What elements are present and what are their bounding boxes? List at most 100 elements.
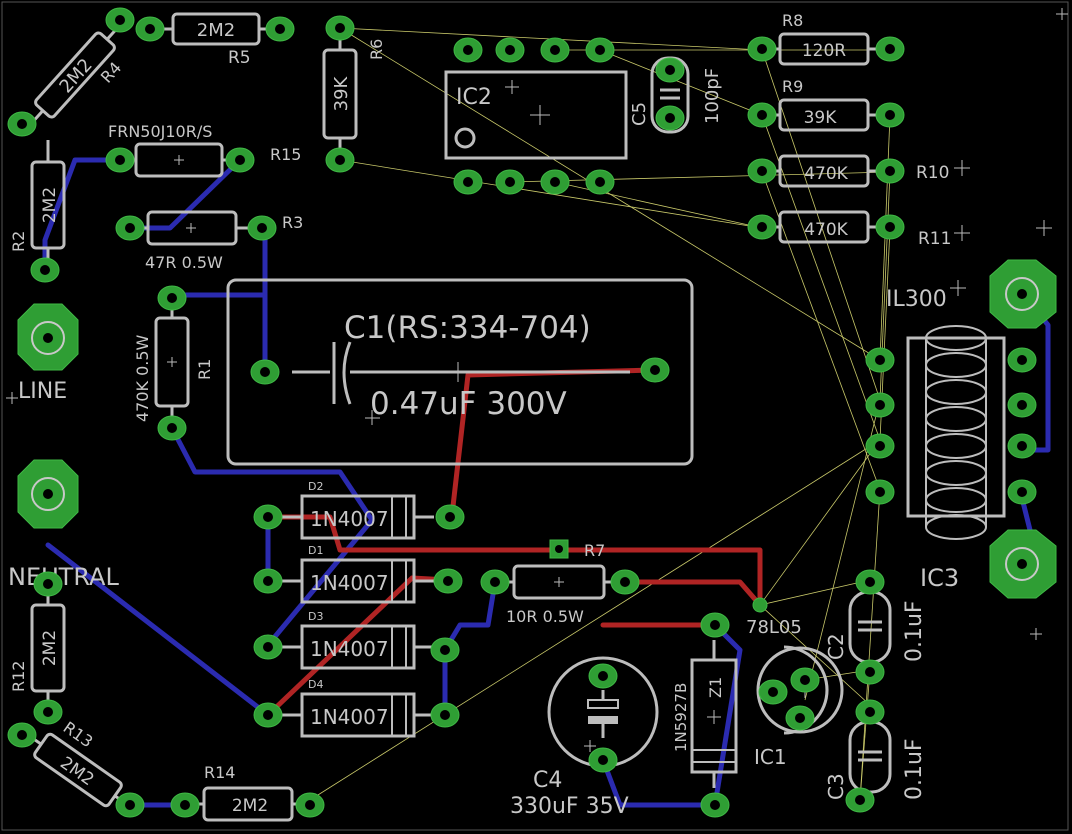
origin-markers bbox=[6, 8, 1068, 640]
r14-ref-label: R14 bbox=[204, 763, 235, 782]
pad-hole bbox=[620, 577, 630, 587]
pad-hole bbox=[885, 110, 895, 120]
resistor-r8: 120R R8 bbox=[762, 11, 890, 66]
resistor-r1: 470K 0.5W R1 bbox=[133, 300, 214, 425]
r9-value-label: 39K bbox=[804, 108, 838, 128]
pad-hole bbox=[875, 441, 885, 451]
r1-value-label: 470K 0.5W bbox=[133, 334, 152, 422]
pad-hole bbox=[43, 707, 53, 717]
resistor-r9: 39K R9 bbox=[762, 77, 890, 132]
d4-ref-label: D4 bbox=[308, 678, 323, 691]
r9-ref-label: R9 bbox=[782, 77, 803, 96]
diode-d1: D1 1N4007 bbox=[282, 544, 434, 604]
pad-hole bbox=[865, 707, 875, 717]
d3-ref-label: D3 bbox=[308, 610, 323, 623]
pad-hole bbox=[257, 223, 267, 233]
pad-hole bbox=[865, 577, 875, 587]
pad-hole bbox=[598, 755, 608, 765]
resistor-r14: 2M2 R14 bbox=[186, 763, 310, 822]
pad-hole bbox=[855, 795, 865, 805]
ic3-ref-label: IC3 bbox=[920, 564, 959, 592]
pad-hole bbox=[757, 166, 767, 176]
pad-hole bbox=[305, 800, 315, 810]
r6-value-label: 39K bbox=[331, 75, 352, 111]
pad-hole bbox=[180, 800, 190, 810]
pad-hole bbox=[885, 222, 895, 232]
r6-ref-label: R6 bbox=[367, 39, 386, 60]
ic1-ref-label: IC1 bbox=[754, 745, 787, 769]
pad-hole bbox=[1017, 441, 1027, 451]
pad-hole bbox=[40, 265, 50, 275]
c1-ref-label: C1(RS:334-704) bbox=[344, 310, 591, 346]
pad-hole bbox=[757, 110, 767, 120]
pad-hole bbox=[440, 710, 450, 720]
r10-ref-label: R10 bbox=[916, 163, 949, 183]
resistor-r6: 39K R6 bbox=[322, 32, 386, 156]
pad-hole bbox=[167, 293, 177, 303]
pad-hole bbox=[875, 400, 885, 410]
d3-value-label: 1N4007 bbox=[310, 637, 389, 661]
capacitor-c2: C2 0.1uF bbox=[824, 590, 927, 664]
r13-ref-label: R13 bbox=[60, 718, 97, 752]
pad-hole bbox=[665, 113, 675, 123]
pad-hole bbox=[865, 667, 875, 677]
pad-hole bbox=[595, 45, 605, 55]
c4-value-label: 330uF 35V bbox=[510, 794, 629, 819]
resistor-r15: FRN50J10R/S R15 bbox=[108, 122, 301, 178]
pad-hole bbox=[550, 177, 560, 187]
via bbox=[752, 597, 768, 613]
r7-ref-label: R7 bbox=[584, 541, 605, 560]
r10-value-label: 470K bbox=[804, 164, 848, 184]
d2-ref-label: D2 bbox=[308, 480, 323, 493]
pad-hole bbox=[335, 155, 345, 165]
resistor-r2: 2M2 R2 bbox=[9, 140, 66, 268]
pad-hole bbox=[768, 687, 778, 697]
r14-value-label: 2M2 bbox=[232, 796, 268, 816]
pad-hole bbox=[335, 23, 345, 33]
pad-hole bbox=[445, 512, 455, 522]
pad-hole bbox=[757, 44, 767, 54]
ic3-terminal-bottom bbox=[989, 529, 1057, 599]
pad-hole bbox=[598, 671, 608, 681]
pad-hole bbox=[505, 177, 515, 187]
resistor-r12: 2M2 R12 bbox=[9, 585, 66, 712]
pad-hole bbox=[145, 24, 155, 34]
ic2-ref-label: IC2 bbox=[456, 85, 492, 110]
r7-value-label: 10R 0.5W bbox=[506, 607, 584, 626]
pad-hole bbox=[885, 166, 895, 176]
pad-hole bbox=[505, 45, 515, 55]
pad-hole bbox=[43, 579, 53, 589]
pad-hole bbox=[795, 713, 805, 723]
il300-package: IL300 bbox=[886, 287, 1006, 540]
c3-value-label: 0.1uF bbox=[902, 738, 927, 800]
pad-hole bbox=[17, 119, 27, 129]
r5-value-label: 2M2 bbox=[197, 20, 235, 41]
pad-hole bbox=[463, 177, 473, 187]
pad-hole bbox=[263, 642, 273, 652]
pad-hole bbox=[463, 45, 473, 55]
diode-d2: D2 1N4007 bbox=[282, 480, 434, 540]
pad-hole bbox=[650, 365, 660, 375]
c1-value-label: 0.47uF 300V bbox=[370, 386, 567, 422]
r2-value-label: 2M2 bbox=[40, 187, 60, 223]
r8-ref-label: R8 bbox=[782, 11, 803, 30]
pad-hole bbox=[263, 576, 273, 586]
pad-hole bbox=[710, 800, 720, 810]
r8-value-label: 120R bbox=[802, 41, 846, 61]
pad-hole bbox=[115, 15, 125, 25]
d1-ref-label: D1 bbox=[308, 544, 323, 557]
pad-hole bbox=[1017, 355, 1027, 365]
pad-hole bbox=[260, 367, 270, 377]
ic2-package: IC2 bbox=[444, 70, 628, 160]
pad-hole bbox=[1017, 400, 1027, 410]
ic3-terminal-top bbox=[989, 259, 1057, 329]
capacitor-c4: C4 330uF 35V bbox=[510, 656, 659, 819]
through-hole-pads bbox=[7, 7, 1037, 818]
c2-ref-label: C2 bbox=[824, 633, 848, 660]
diode-d3: D3 1N4007 bbox=[282, 610, 434, 670]
pad-hole bbox=[125, 800, 135, 810]
pad-hole bbox=[167, 423, 177, 433]
pad-hole bbox=[665, 65, 675, 75]
r3-value-label: 47R 0.5W bbox=[145, 253, 223, 272]
r12-ref-label: R12 bbox=[9, 661, 28, 692]
